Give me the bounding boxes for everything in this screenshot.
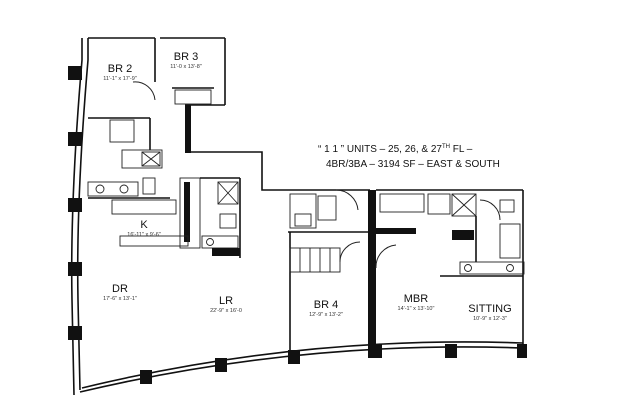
- room-living-name: LR: [219, 295, 233, 307]
- room-kitchen-dims: 16'-11" x 9'-6": [127, 232, 160, 238]
- hall-and-br4-walls: [288, 189, 370, 350]
- room-mbr-dims: 14'-1" x 13'-10": [398, 306, 435, 312]
- room-kitchen-name: K: [140, 219, 148, 231]
- kitchen-fixtures: [111, 177, 241, 258]
- mbr-walls: [368, 189, 525, 350]
- room-dining-name: DR: [112, 283, 128, 295]
- room-br3-name: BR 3: [174, 51, 198, 63]
- exterior-walls: [70, 37, 524, 396]
- listing-title: “ 1 1 ” UNITS – 25, 26, & 27TH FL –: [318, 144, 473, 155]
- exterior-columns: [68, 66, 527, 384]
- room-br4-dims: 12'-9" x 13'-2": [309, 312, 343, 318]
- room-mbr-name: MBR: [404, 293, 429, 305]
- room-br3-dims: 11'-0 x 13'-8": [170, 64, 202, 70]
- bedroom-wing-walls: [87, 60, 288, 199]
- listing-title-prefix: “ 1 1 ” UNITS – 25, 26, & 27: [318, 144, 442, 155]
- room-sitting-dims: 10'-9" x 12'-3": [473, 316, 507, 322]
- room-br2-name: BR 2: [108, 63, 132, 75]
- listing-subtitle: 4BR/3BA – 3194 SF – EAST & SOUTH: [326, 159, 500, 170]
- listing-title-suffix: FL –: [450, 144, 473, 155]
- room-dining-dims: 17'-6" x 13'-1": [103, 296, 137, 302]
- listing-title-sup: TH: [442, 144, 450, 150]
- room-labels: BR 2 11'-1" x 17'-9" BR 3 11'-0 x 13'-8"…: [103, 51, 512, 322]
- room-br4-name: BR 4: [314, 299, 338, 311]
- room-sitting-name: SITTING: [468, 303, 511, 315]
- room-br2-dims: 11'-1" x 17'-9": [103, 76, 136, 82]
- listing-info: “ 1 1 ” UNITS – 25, 26, & 27TH FL – 4BR/…: [318, 144, 500, 170]
- room-living-dims: 22'-9" x 16'-0: [210, 308, 242, 314]
